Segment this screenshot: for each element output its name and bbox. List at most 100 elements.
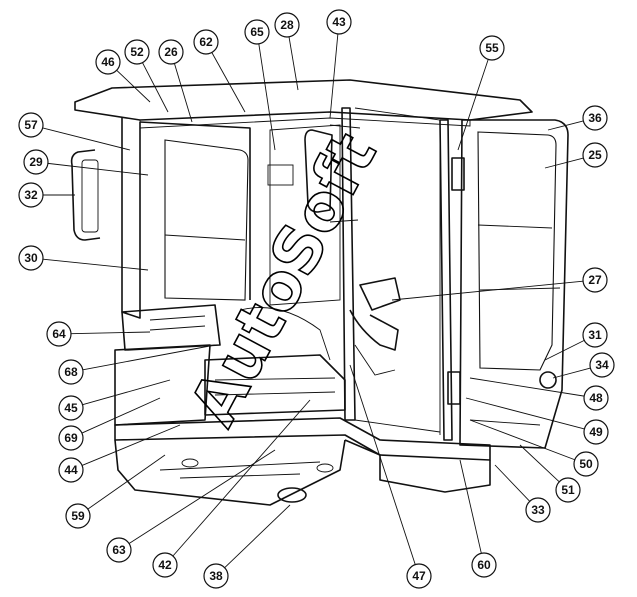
callout-36: 36 [547,105,608,131]
callout-number: 32 [24,188,38,202]
callout-circle [582,105,608,131]
callout-number: 26 [164,45,178,59]
lower-left-panel [114,344,211,426]
callout-52: 52 [124,39,169,113]
callout-circle [58,457,84,483]
callout-circle [582,322,608,348]
callout-number: 45 [64,401,78,415]
leader-line [211,52,246,113]
callout-number: 65 [250,25,264,39]
control-console [121,304,221,351]
callout-number: 44 [64,463,78,477]
leader-line [329,33,339,119]
leader-line [459,459,482,554]
callout-circle [479,35,505,61]
leader-line [174,63,193,123]
leader-line [544,157,584,169]
callout-circle [589,352,615,378]
interior-mirror [304,129,333,213]
leader-line [349,364,416,565]
callout-50: 50 [469,419,599,477]
cab-door [459,119,569,449]
callout-30: 30 [18,245,149,271]
leader-line [544,339,585,361]
callout-number: 60 [477,558,491,572]
callout-26: 26 [158,39,193,123]
leader-line [469,419,575,461]
cab-roof [74,79,533,121]
callout-circle [471,552,497,578]
callout-number: 33 [531,503,545,517]
callout-42: 42 [152,399,311,578]
callout-number: 52 [130,45,144,59]
callout-circle [583,419,609,445]
callout-25: 25 [544,142,608,169]
callout-number: 62 [199,35,213,49]
callout-circle [124,39,150,65]
callout-circle [244,19,270,45]
callout-circle [203,563,229,589]
callout-63: 63 [106,449,276,563]
callout-circle [46,321,72,347]
callout-circle [582,267,608,293]
callout-circle [583,385,609,411]
callout-circle [65,503,91,529]
callout-51: 51 [519,444,581,503]
callout-number: 49 [589,425,603,439]
seat-base [204,354,346,416]
upper-hinge [451,157,465,191]
callout-27: 27 [391,267,608,301]
leader-line [81,424,181,466]
mount-bushing [277,487,307,503]
callout-29: 29 [23,149,149,176]
leader-line [70,331,151,335]
callout-number: 42 [158,558,172,572]
cab-floor [114,417,491,461]
base-frame [114,439,346,506]
callout-circle [582,142,608,168]
callout-number: 63 [112,543,126,557]
callout-45: 45 [58,379,171,421]
leader-line [258,43,276,151]
callout-48: 48 [469,377,609,411]
watermark-text: AutoSoft [177,122,392,438]
callout-number: 47 [412,569,426,583]
callout-number: 50 [579,457,593,471]
callout-number: 51 [561,483,575,497]
leader-line [42,258,149,271]
right-frame [439,119,453,441]
callout-circle [18,182,44,208]
callout-65: 65 [244,19,276,151]
callout-43: 43 [326,9,352,119]
callout-31: 31 [544,322,608,361]
callout-number: 64 [52,327,66,341]
leader-line [494,464,531,502]
callout-circle [58,425,84,451]
callout-circle [23,149,49,175]
callout-number: 55 [485,41,499,55]
callout-69: 69 [58,397,161,451]
callout-circle [573,451,599,477]
leader-line [547,120,584,131]
leader-line [81,397,161,434]
leader-line [82,344,216,371]
callout-64: 64 [46,321,151,347]
callout-circle [58,359,84,385]
callout-49: 49 [465,397,609,445]
callout-circle [152,552,178,578]
callout-number: 69 [64,431,78,445]
callout-circle [95,49,121,75]
leader-line [224,504,291,569]
callout-62: 62 [193,29,246,113]
callout-circle [555,477,581,503]
callout-number: 29 [29,155,43,169]
leader-line [116,69,151,103]
callout-28: 28 [274,12,300,91]
callout-number: 36 [588,111,602,125]
callout-44: 44 [58,424,181,483]
callout-number: 59 [71,509,85,523]
left-frame [121,118,141,319]
leader-line [82,379,171,406]
